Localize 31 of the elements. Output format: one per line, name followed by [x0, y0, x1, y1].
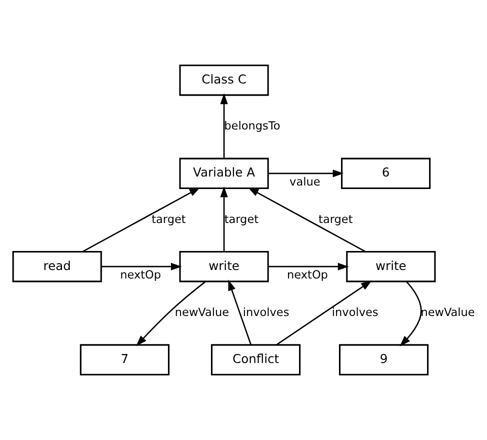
node-box: Variable A: [178, 158, 268, 190]
arrow: [82, 187, 200, 252]
node-box: Conflict: [210, 344, 300, 376]
arrow: [399, 281, 422, 346]
edge-label: value: [289, 175, 320, 188]
arrow: [268, 170, 344, 178]
node-box: 6: [340, 158, 430, 190]
arrow: [220, 93, 228, 159]
arrow: [247, 187, 366, 252]
edge-label: involves: [331, 306, 378, 320]
arrow: [268, 262, 348, 270]
edge-label: involves: [242, 306, 289, 320]
node-box: 7: [79, 344, 169, 376]
node-box: write: [178, 250, 268, 282]
edge-label: target: [224, 212, 258, 226]
edge-label: nextOp: [286, 268, 328, 282]
node-box: 9: [338, 344, 428, 376]
node-box: write: [346, 250, 436, 282]
arrow: [136, 281, 206, 346]
edge-label: newValue: [420, 306, 474, 320]
arrow: [275, 280, 372, 346]
node-box: Class C: [178, 64, 268, 96]
arrow: [100, 262, 182, 270]
arrow: [228, 280, 252, 346]
edge-label: target: [318, 212, 352, 226]
edge-label: belongsTo: [224, 120, 280, 133]
edge-label: target: [151, 212, 186, 226]
arrow: [220, 186, 228, 252]
edge-label: nextOp: [120, 268, 161, 282]
edge-label: newValue: [174, 306, 229, 320]
node-box: read: [12, 250, 102, 282]
